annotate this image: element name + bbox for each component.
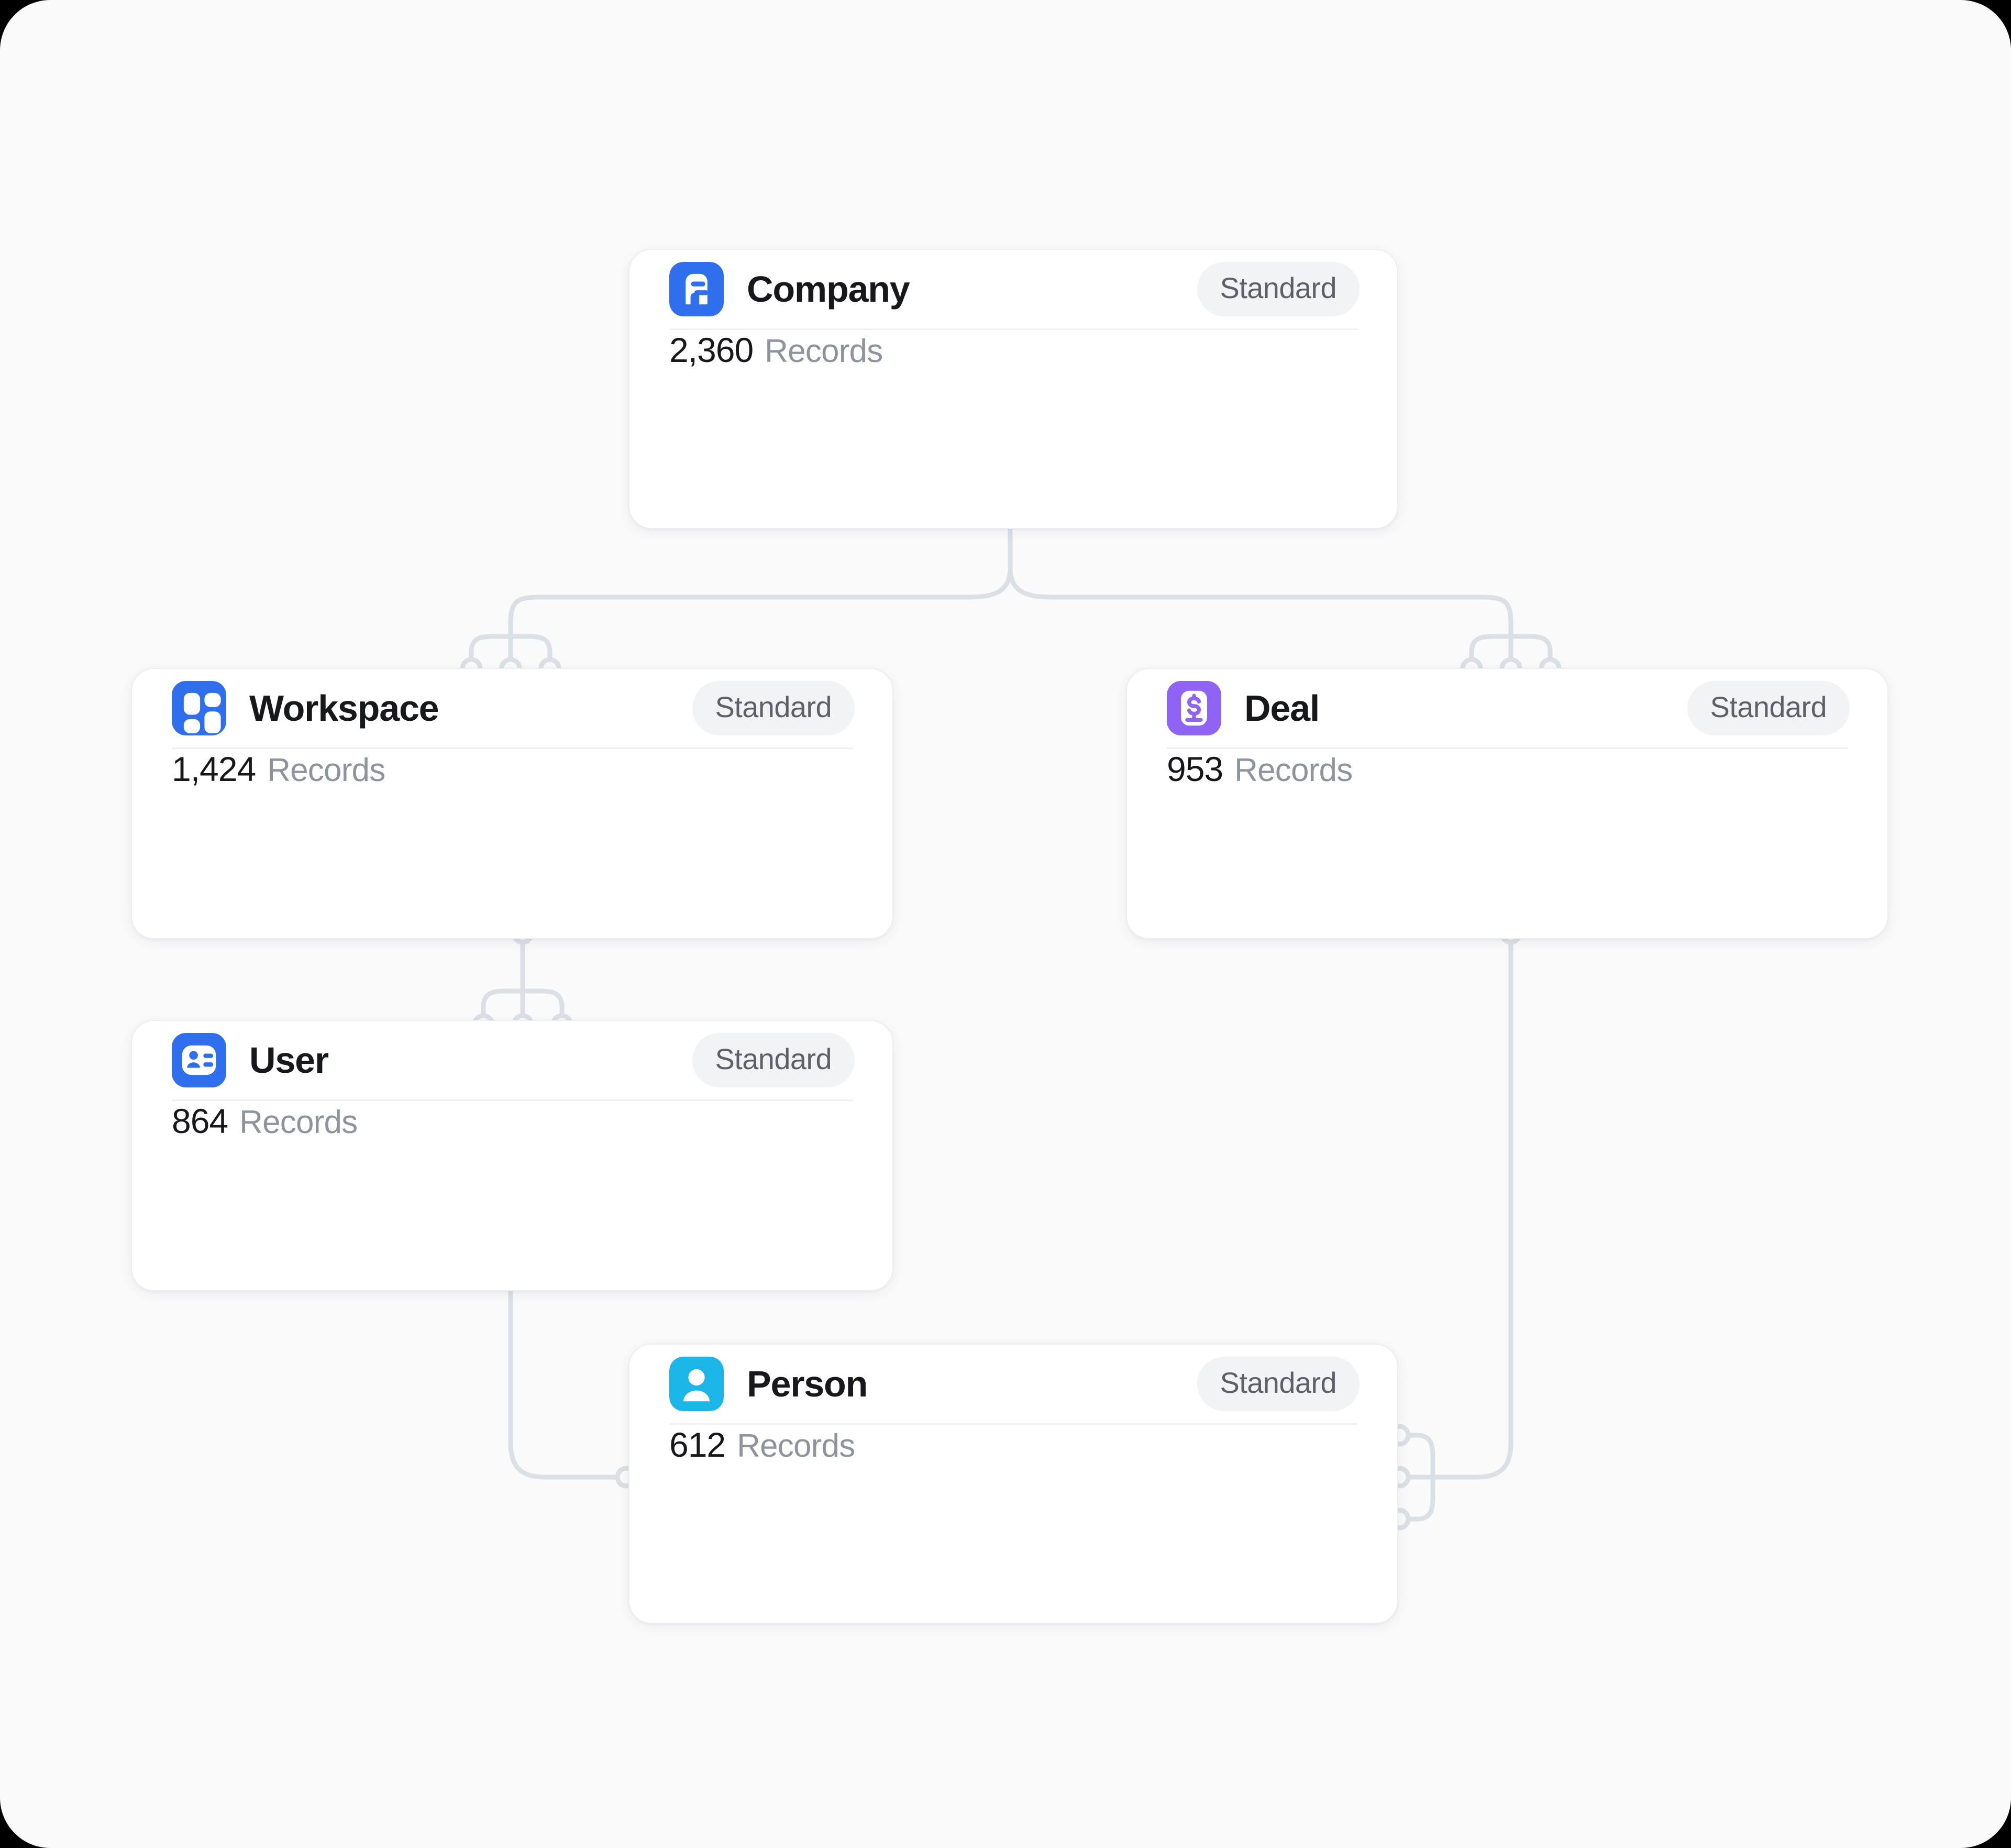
- record-count: 953: [1167, 750, 1223, 788]
- record-count-label: Records: [239, 1104, 358, 1140]
- card-header-user: User Standard: [132, 1021, 892, 1099]
- crowfoot-workspace-top: [469, 634, 553, 667]
- id-card-icon: [172, 1033, 226, 1087]
- record-count-label: Records: [1234, 752, 1353, 788]
- crowfoot-user-top: [481, 982, 565, 1023]
- entity-title: User: [249, 1040, 329, 1081]
- record-count-label: Records: [765, 333, 883, 369]
- card-footer-workspace: 1,424 Records: [132, 749, 892, 835]
- card-divider: [669, 1423, 1357, 1425]
- entity-title: Person: [747, 1363, 868, 1404]
- entity-card-deal[interactable]: Deal Standard 953 Records: [1126, 668, 1888, 939]
- layout-grid-icon: [172, 681, 226, 735]
- entity-title: Deal: [1244, 688, 1320, 729]
- card-header-workspace: Workspace Standard: [132, 669, 892, 747]
- money-document-icon: [1167, 681, 1221, 735]
- building-icon: [669, 262, 724, 316]
- card-footer-person: 612 Records: [629, 1425, 1397, 1511]
- person-icon: [669, 1357, 724, 1411]
- card-divider: [172, 747, 853, 749]
- card-divider: [1167, 747, 1848, 749]
- record-count: 1,424: [172, 750, 256, 788]
- status-badge: Standard: [692, 1033, 855, 1087]
- card-footer-user: 864 Records: [132, 1101, 892, 1187]
- status-badge: Standard: [1687, 681, 1850, 735]
- status-badge: Standard: [1197, 262, 1360, 316]
- wire-company-bus: [508, 566, 1513, 639]
- status-badge: Standard: [692, 681, 855, 735]
- record-count: 612: [669, 1425, 726, 1464]
- record-count: 864: [172, 1102, 228, 1140]
- record-count-label: Records: [737, 1428, 855, 1464]
- card-divider: [669, 328, 1357, 330]
- entity-card-user[interactable]: User Standard 864 Records: [131, 1020, 893, 1291]
- entity-title: Workspace: [249, 688, 439, 729]
- card-header-company: Company Standard: [629, 250, 1397, 328]
- crowfoot-deal-top: [1469, 634, 1553, 667]
- card-header-person: Person Standard: [629, 1345, 1397, 1423]
- entity-card-company[interactable]: Company Standard 2,360 Records: [628, 249, 1398, 529]
- record-count: 2,360: [669, 331, 754, 369]
- card-footer-company: 2,360 Records: [629, 330, 1397, 416]
- entity-card-person[interactable]: Person Standard 612 Records: [628, 1344, 1398, 1624]
- entity-card-workspace[interactable]: Workspace Standard 1,424 Records: [131, 668, 893, 939]
- wire-deal-person: [1435, 935, 1513, 1480]
- card-divider: [172, 1099, 853, 1101]
- card-header-deal: Deal Standard: [1127, 669, 1887, 747]
- entity-title: Company: [747, 269, 910, 310]
- card-footer-deal: 953 Records: [1127, 749, 1887, 835]
- crowfoot-person-right: [1401, 1433, 1440, 1522]
- status-badge: Standard: [1197, 1357, 1360, 1411]
- record-count-label: Records: [267, 752, 385, 788]
- wire-user-person: [508, 1275, 623, 1480]
